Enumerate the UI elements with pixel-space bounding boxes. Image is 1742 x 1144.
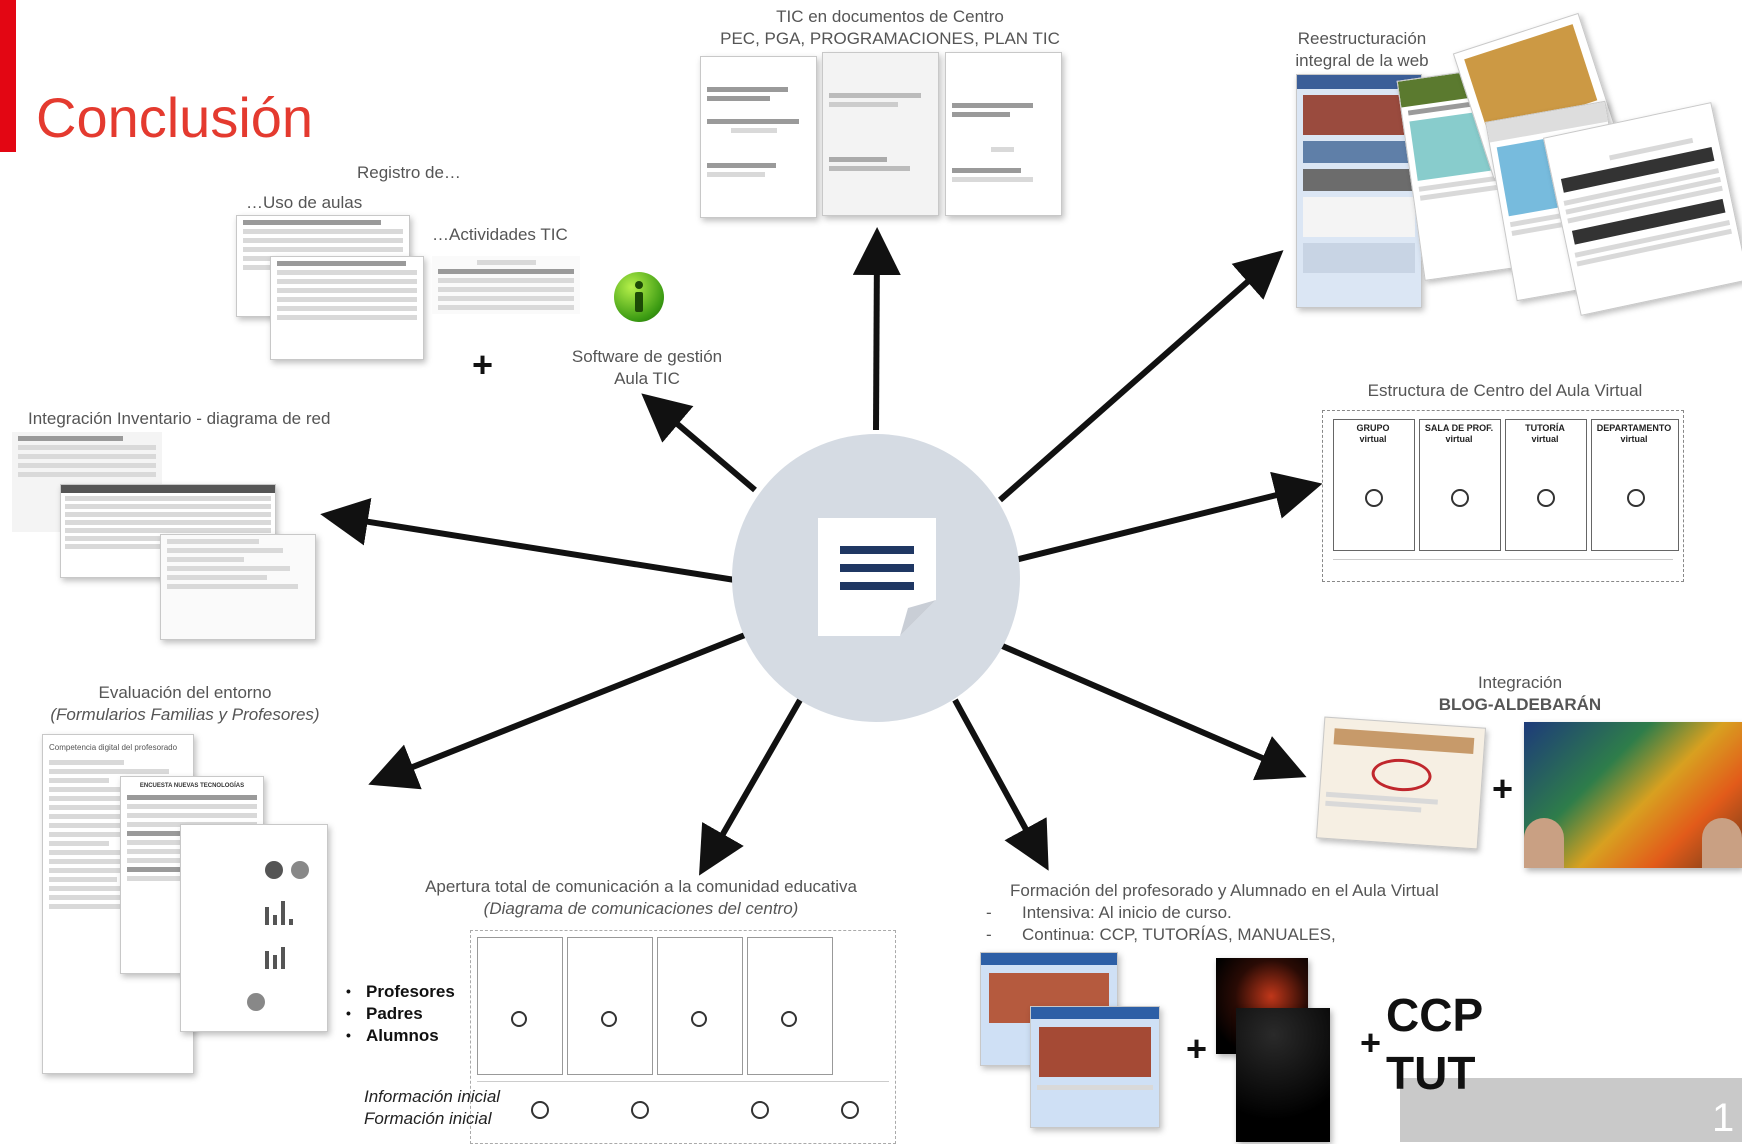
registro-title: Registro de… [357,163,461,182]
blog-line1: Integración [1477,673,1563,692]
formacion-inicial: Formación inicial [364,1109,492,1128]
bullet-marker: • [346,1027,351,1043]
uso-aulas-sheet-front [270,256,424,360]
doc-thumbnail-plan-tic [945,52,1062,216]
info-icon [614,272,664,322]
virtual-col-label: virtual [1620,434,1648,444]
virtual-col-departamento [1591,419,1679,551]
network-diagram-front [160,534,316,640]
apertura-line2: (Diagrama de comunicaciones del centro) [483,899,799,918]
plus-icon: + [1186,1028,1208,1069]
tut-label: TUT [1386,1047,1476,1099]
website-screenshot [1296,74,1422,308]
formacion-title: Formación del profesorado y Alumnado en … [1010,881,1439,900]
survey-results [180,824,328,1032]
audience-profesores: Profesores [366,982,455,1001]
plus-icon: + [1360,1022,1382,1063]
document-lines-icon [818,518,936,636]
moodle-window-front [1030,1006,1160,1128]
software-line2: Aula TIC [614,369,680,388]
list-dash: - [986,903,992,922]
virtual-col-sala [1419,419,1501,551]
actividades-label: …Actividades TIC [432,225,568,244]
audience-padres: Padres [366,1004,423,1023]
tic-docs-line2: PEC, PGA, PROGRAMACIONES, PLAN TIC [720,29,1060,48]
ccp-label: CCP [1386,989,1484,1041]
inventario-label: Integración Inventario - diagrama de red [28,409,331,428]
blog-line2: BLOG-ALDEBARÁN [1438,695,1602,714]
web-line2: integral de la web [1295,51,1429,70]
plus-icon: + [1492,768,1514,809]
evaluacion-line2: (Formularios Familias y Profesores) [50,705,320,724]
virtual-col-label: virtual [1445,434,1473,444]
bullet-marker: • [346,1005,351,1021]
virtual-col-label: virtual [1359,434,1387,444]
survey-form-title: ENCUESTA NUEVAS TECNOLOGÍAS [139,783,245,789]
actividades-sheet [432,256,580,314]
virtual-col-label: GRUPO [1356,423,1390,433]
magazine-photo [1524,722,1742,868]
info-inicial: Información inicial [364,1087,501,1106]
virtual-col-label: SALA DE PROF. [1424,423,1494,433]
page-number: 1 [1712,1096,1735,1140]
virtual-col-label: DEPARTAMENTO [1596,423,1672,433]
uso-aulas-label: …Uso de aulas [246,193,363,212]
accent-bar [0,0,16,152]
web-line1: Reestructuración [1297,29,1427,48]
virtual-col-label: virtual [1531,434,1559,444]
blog-screenshot [1315,716,1487,850]
formacion-item-intensiva: Intensiva: Al inicio de curso. [1022,903,1232,922]
apertura-line1: Apertura total de comunicación a la comu… [425,877,857,896]
evaluacion-line1: Evaluación del entorno [98,683,272,702]
virtual-structure-diagram: GRUPO virtual SALA DE PROF. virtual TUTO… [1322,410,1684,582]
slide-title: Conclusión [36,86,314,149]
dark-cover-2 [1236,1008,1330,1142]
virtual-col-grupo [1333,419,1415,551]
virtual-col-tutoria [1505,419,1587,551]
plus-icon: + [472,344,494,385]
virtual-col-label: TUTORÍA [1525,423,1565,433]
doc-thumbnail-pec [700,56,817,218]
tic-docs-line1: TIC en documentos de Centro [776,7,1004,26]
doc-thumbnail-pga [822,52,939,216]
bullet-marker: • [346,983,351,999]
audience-alumnos: Alumnos [366,1026,439,1045]
formacion-item-continua: Continua: CCP, TUTORÍAS, MANUALES, [1022,925,1336,944]
competencia-form-title: Competencia digital del profesorado [49,743,178,752]
communications-diagram [470,930,896,1144]
page-number-box [1400,1078,1742,1142]
virtual-title: Estructura de Centro del Aula Virtual [1367,381,1643,400]
list-dash: - [986,925,992,944]
software-line1: Software de gestión [571,347,723,366]
